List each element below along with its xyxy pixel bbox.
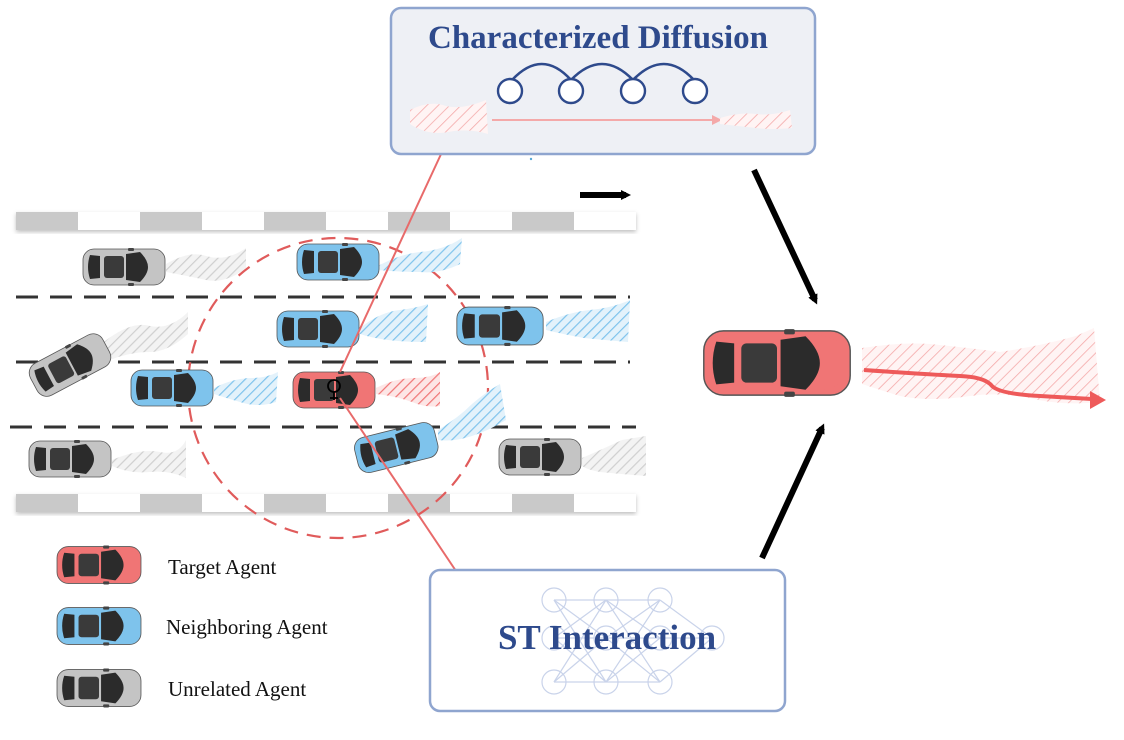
- neighbor-car: [130, 369, 214, 407]
- unrelated-trajectory: [582, 436, 646, 476]
- legend-label-target: Target Agent: [168, 555, 277, 579]
- diffusion-module-box: [389, 6, 817, 156]
- road-bottom-barrier: [16, 494, 636, 512]
- legend-label-neighbor: Neighboring Agent: [166, 615, 328, 639]
- diffusion-module-title: Characterized Diffusion: [428, 20, 768, 56]
- connector-to-diffusion: [339, 151, 443, 373]
- unrelated-car: [82, 248, 166, 286]
- legend-item-neighbor: Neighboring Agent: [56, 606, 328, 646]
- diffusion-step-node: [496, 77, 524, 105]
- interaction-module: ST Interaction: [428, 568, 787, 713]
- output-prediction: [702, 328, 1106, 409]
- connector-to-interaction: [339, 397, 459, 575]
- neighbor-car: [456, 306, 544, 346]
- clean-trajectory-shape: [720, 110, 792, 129]
- legend: Target Agent Neighboring Agent Unrelated…: [56, 545, 328, 708]
- noisy-trajectory-shape: [410, 100, 488, 134]
- neighbor-trajectory: [214, 372, 278, 405]
- unrelated-car: [28, 440, 112, 478]
- road-scene: [10, 190, 646, 540]
- legend-item-unrelated: Unrelated Agent: [56, 668, 306, 708]
- trajectory-tails: [100, 238, 646, 478]
- arrow-interaction-to-output: [759, 423, 825, 560]
- road-top-barrier: [16, 212, 636, 230]
- diffusion-module: Characterized Diffusion: [389, 6, 817, 161]
- unrelated-trajectory: [112, 440, 186, 478]
- diffusion-step-node: [557, 77, 585, 105]
- neighbor-trajectory: [546, 300, 630, 342]
- arrow-diffusion-to-output: [751, 168, 818, 305]
- unrelated-car: [498, 438, 582, 476]
- predicted-trajectory: [863, 368, 1093, 401]
- legend-item-target: Target Agent: [56, 545, 277, 585]
- unrelated-trajectory: [166, 248, 246, 281]
- neighbor-car: [296, 243, 380, 281]
- diffusion-chain: [496, 62, 709, 105]
- legend-neighbor-car-icon: [56, 606, 142, 646]
- neighbor-trajectory: [378, 238, 462, 273]
- legend-label-unrelated: Unrelated Agent: [168, 677, 306, 701]
- target-marker-icon: [327, 379, 341, 400]
- neighbor-trajectory: [438, 384, 506, 441]
- output-target-car: [702, 328, 852, 398]
- agents: [24, 243, 582, 478]
- unrelated-trajectory: [100, 312, 188, 360]
- interaction-module-box: [428, 568, 787, 713]
- neural-network-icon: [541, 587, 725, 695]
- neighbor-trajectory: [360, 304, 428, 342]
- unrelated-car: [24, 328, 116, 402]
- legend-target-car-icon: [56, 545, 142, 585]
- interaction-module-title: ST Interaction: [498, 618, 716, 657]
- neighbor-car: [276, 310, 360, 348]
- legend-unrelated-car-icon: [56, 668, 142, 708]
- target-trajectory: [376, 372, 440, 407]
- diffusion-step-node: [681, 77, 709, 105]
- predicted-distribution: [862, 328, 1100, 404]
- diffusion-step-node: [619, 77, 647, 105]
- target-car: [292, 371, 376, 409]
